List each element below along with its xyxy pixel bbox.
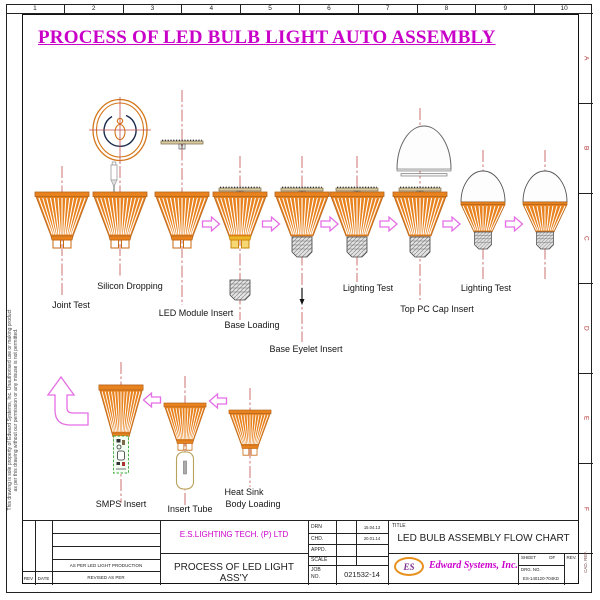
step-label: Joint Test [52,300,90,310]
ruler-number: 5 [241,4,300,13]
of-label: OF [549,555,556,560]
step-label: Lighting Test [342,283,394,293]
eyelet-arrow-icon [299,299,305,305]
scale-label: SCALE [311,557,328,563]
sheet-label: SHEET [521,555,537,560]
cad-ref-note: CAD. REF. [583,551,588,573]
drawing-title: LED BULB ASSEMBLY FLOW CHART [397,533,570,544]
drn-label: DRN [311,524,322,530]
step-joint-test [34,191,90,249]
step-label: Base Eyelet Insert [269,344,343,354]
flow-arrow-left-icon [208,393,228,409]
finished-bulb [523,171,567,249]
ruler-letter: A [579,14,593,104]
drg-no-value: ES-140120-704KD [522,576,560,581]
ruler-number: 9 [476,4,536,13]
silicon-dispenser-icon [110,161,118,193]
flow-arrow-right-icon [320,216,339,232]
ruler-letter: D [579,284,593,374]
flow-arrow-right-icon [504,216,524,232]
rev-column-label: REV [23,576,34,581]
bulb-top-view [88,96,152,165]
inner-frame [22,14,579,584]
step-label: Insert Tube [167,504,213,514]
appd-label: APPD. [311,547,327,553]
ruler-number: 1 [6,4,65,13]
page-title: PROCESS OF LED BULB LIGHT AUTO ASSEMBLY [38,27,496,48]
step-label: Base Loading [224,320,280,330]
insert-tube-part [175,451,195,490]
flow-arrow-right-icon [379,216,398,232]
flow-arrow-right-icon [442,216,461,232]
step-heat-sink-body-loading [228,409,272,456]
job-label-2: NO. [311,574,320,580]
pc-cap-dome [396,125,452,177]
ruler-number: 8 [418,4,477,13]
step-label: Lighting Test [460,283,512,293]
ruler-number: 6 [300,4,359,13]
revision-note-2: REVISED AS PER [87,575,125,580]
drawing-subtitle: PROCESS OF LED LIGHT ASS'Y [173,562,295,584]
step-label: SMPS Insert [95,499,147,509]
title-block: REV DATE AS PER LED LIGHT PRODUCTION REV… [22,520,579,585]
rev-label-2: REV. [566,555,577,560]
step-smps-insert [98,384,144,474]
ruler-number: 7 [359,4,418,13]
chd-date: 20.01.14 [363,536,381,541]
title-label: TITLE [392,523,406,529]
centerlines [61,90,546,507]
ruler-number: 3 [124,4,183,13]
job-number: 021532-14 [344,570,380,579]
ruler-letter: B [579,104,593,194]
logo-company-name: Edward Systems, Inc. [429,560,518,571]
flow-arrow-right-icon [201,216,221,232]
curved-return-arrow-icon [46,375,89,426]
job-label-1: JOB [311,567,321,573]
date-column-label: DATE [37,576,50,581]
es-logo-icon: ES [394,557,424,576]
smps-board [113,435,129,474]
ruler-letter: E [579,374,593,464]
step-label: Body Loading [225,499,281,509]
chd-label: CHD. [311,535,324,542]
flow-arrow-left-icon [142,392,162,408]
step-label: Silicon Dropping [97,281,163,291]
ruler-letter: C [579,194,593,284]
ruler-number: 2 [65,4,124,13]
step-lighting-test-2 [461,171,505,249]
flow-arrow-right-icon [261,216,281,232]
step-base-eyelet-insert [274,186,330,305]
company-name: E.S.LIGHTING TECH. (P) LTD [179,530,289,539]
step-label: Top PC Cap Insert [400,304,474,314]
ruler-number: 10 [560,5,568,12]
drg-no-label: DRG. NO. [521,567,541,572]
ruler-letter: F [579,464,593,554]
step-top-pc-cap-insert [392,125,452,258]
ruler-number: 4 [182,4,242,13]
revision-note-1: AS PER LED LIGHT PRODUCTION [69,563,143,568]
step-lighting-test-1 [329,186,385,258]
drn-date: 15.04.13 [363,524,381,530]
step-label: LED Module Insert [158,308,234,318]
step-label: Heat Sink [224,487,264,497]
